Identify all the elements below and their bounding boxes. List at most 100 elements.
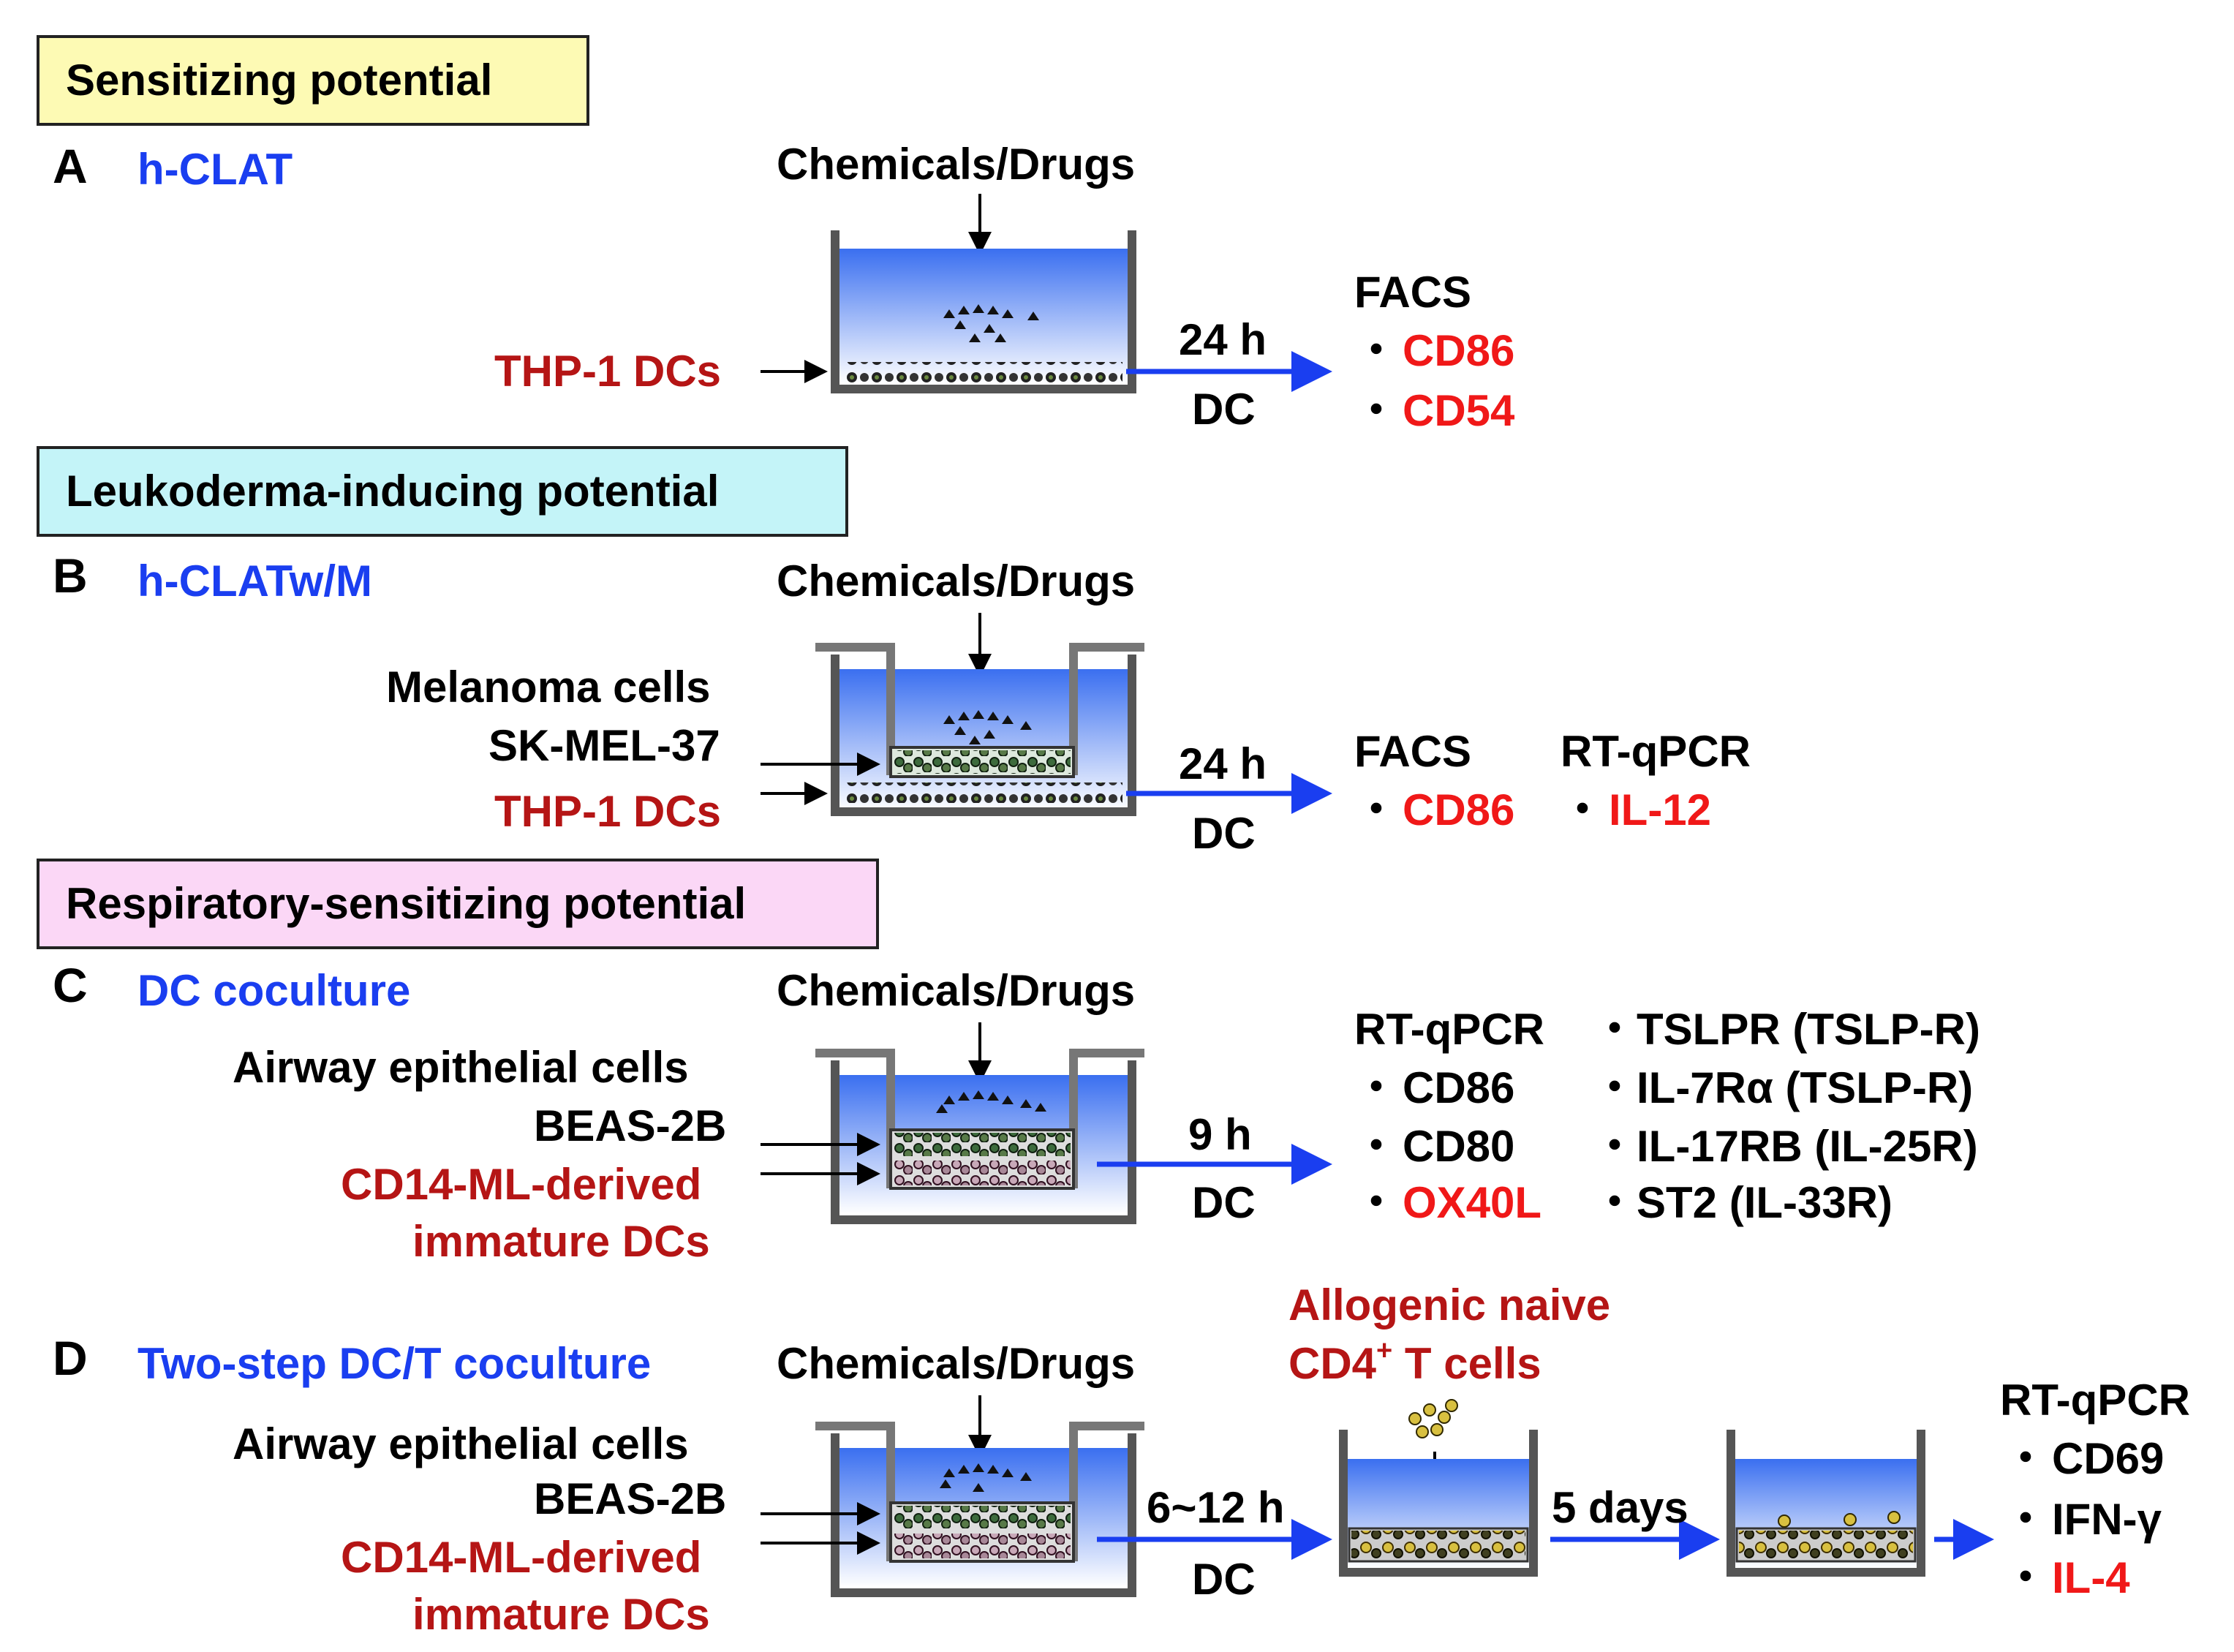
section-c-letter: C [53, 958, 88, 1012]
section-c-bullet-l3: ・ [1354, 1178, 1398, 1227]
section-c-marker-r3: IL-17RB (IL-25R) [1637, 1122, 1978, 1171]
section-d-letter: D [53, 1331, 88, 1385]
section-b-cells-bottom: THP-1 DCs [494, 787, 721, 836]
section-c-assay: DC coculture [137, 966, 410, 1015]
section-d-chemicals: Chemicals/Drugs [777, 1339, 1135, 1388]
section-d-bullet-2: ・ [2004, 1495, 2048, 1544]
section-d-method: RT-qPCR [2000, 1376, 2190, 1425]
section-d: D Two-step DC/T coculture Chemicals/Drug… [53, 1281, 2190, 1639]
section-b-letter: B [53, 548, 88, 603]
section-d-cells-top-2: BEAS-2B [534, 1474, 726, 1523]
section-d-coculture-layer-1 [1351, 1531, 1525, 1559]
section-d-well-2 [1339, 1430, 1538, 1577]
section-d-tcells-cd4: CD4 [1288, 1339, 1377, 1388]
banner-respiratory [37, 859, 879, 949]
section-a-dc: DC [1192, 385, 1256, 434]
section-d-bullet-3: ・ [2004, 1553, 2048, 1602]
banner-leukoderma-text: Leukoderma-inducing potential [66, 467, 719, 516]
section-d-tcells-2: CD4+ T cells [1288, 1335, 1541, 1388]
section-c-epithelial-layer [894, 1133, 1071, 1156]
section-b-chemical-particles [943, 710, 1032, 744]
section-b-dc: DC [1192, 809, 1256, 858]
section-c-marker-l3: OX40L [1403, 1178, 1541, 1227]
section-c-bullet-l1: ・ [1354, 1063, 1398, 1112]
section-a-bullet-1: ・ [1354, 326, 1398, 375]
section-c-cells-bottom-2: immature DCs [412, 1217, 710, 1266]
section-c-bullet-r1: ・ [1593, 1005, 1637, 1054]
section-d-cells-bottom-2: immature DCs [412, 1590, 710, 1639]
section-d-tcell-drop [1408, 1399, 1458, 1438]
section-a-chemical-particles [943, 304, 1039, 342]
section-a-letter: A [53, 139, 88, 193]
section-d-chemical-particles [940, 1463, 1032, 1492]
banner-sensitizing-text: Sensitizing potential [66, 56, 492, 105]
section-d-tcells-rest: T cells [1392, 1339, 1541, 1388]
banner-sensitizing [37, 35, 589, 126]
section-b-method-2: RT-qPCR [1561, 727, 1751, 776]
section-c-marker-r1: TSLPR (TSLP-R) [1637, 1005, 1980, 1054]
section-a-dc-layer [845, 362, 1122, 382]
section-c-marker-l2: CD80 [1403, 1122, 1514, 1171]
section-c-marker-l1: CD86 [1403, 1063, 1514, 1112]
section-d-marker-3: IL-4 [2052, 1553, 2130, 1602]
section-c-dc: DC [1192, 1178, 1256, 1227]
section-c-chemicals: Chemicals/Drugs [777, 966, 1135, 1015]
section-d-well-1 [815, 1422, 1144, 1597]
section-a-assay: h-CLAT [137, 145, 293, 194]
section-c-time: 9 h [1188, 1110, 1252, 1159]
section-a-method: FACS [1354, 268, 1471, 317]
section-b-melanoma-layer [894, 750, 1071, 774]
section-d-time-2: 5 days [1552, 1483, 1688, 1532]
section-c-method: RT-qPCR [1354, 1005, 1544, 1054]
banner-respiratory-text: Respiratory-sensitizing potential [66, 879, 746, 928]
section-a-marker-2: CD54 [1403, 386, 1515, 435]
section-c-bullet-r2: ・ [1593, 1063, 1637, 1112]
section-a-well [831, 230, 1136, 393]
section-c-marker-r4: ST2 (IL-33R) [1637, 1178, 1893, 1227]
section-c-bullet-l2: ・ [1354, 1122, 1398, 1171]
section-d-cells-bottom-1: CD14-ML-derived [341, 1533, 701, 1582]
section-c-bullet-r3: ・ [1593, 1122, 1637, 1171]
section-b-time: 24 h [1179, 739, 1267, 788]
section-a-marker-1: CD86 [1403, 326, 1514, 375]
section-b-well [815, 643, 1144, 816]
section-b-bullet-2: ・ [1561, 785, 1604, 834]
section-c-marker-r2: IL-7Rα (TSLP-R) [1637, 1063, 1973, 1112]
section-c-chemical-particles [936, 1090, 1046, 1113]
section-c-cells-bottom-1: CD14-ML-derived [341, 1160, 701, 1209]
section-c-cells-top-2: BEAS-2B [534, 1101, 726, 1150]
section-b-cells-top-2: SK-MEL-37 [488, 721, 720, 770]
section-d-time-1: 6~12 h [1147, 1483, 1284, 1532]
section-b-bullet-1: ・ [1354, 785, 1398, 834]
section-b-marker-2: IL-12 [1609, 785, 1711, 834]
section-d-tcells-1: Allogenic naive [1288, 1281, 1610, 1329]
section-a: Sensitizing potential A h-CLAT Chemicals… [37, 35, 1515, 435]
section-a-time: 24 h [1179, 315, 1267, 364]
section-d-marker-2: IFN-γ [2052, 1495, 2162, 1544]
section-a-cells: THP-1 DCs [494, 347, 721, 396]
section-b-method-1: FACS [1354, 727, 1471, 776]
section-b-cells-top-1: Melanoma cells [386, 663, 711, 712]
section-a-bullet-2: ・ [1354, 386, 1398, 435]
section-d-well-3 [1727, 1430, 1925, 1577]
section-c-immature-dc-layer [894, 1161, 1071, 1185]
section-b-assay: h-CLATw/M [137, 557, 372, 606]
section-d-marker-1: CD69 [2052, 1434, 2164, 1483]
section-b-dc-layer [845, 782, 1122, 803]
section-b-chemicals: Chemicals/Drugs [777, 557, 1135, 606]
section-d-tcells-sup: + [1376, 1335, 1392, 1366]
section-c-cells-top-1: Airway epithelial cells [233, 1043, 689, 1092]
section-d-immature-dc-layer [894, 1534, 1071, 1558]
section-d-bullet-1: ・ [2004, 1434, 2048, 1483]
section-c: Respiratory-sensitizing potential C DC c… [37, 859, 1980, 1266]
section-a-chemicals: Chemicals/Drugs [777, 140, 1135, 189]
section-d-assay: Two-step DC/T coculture [137, 1339, 651, 1388]
section-d-epithelial-layer [894, 1506, 1071, 1529]
section-b-marker-1: CD86 [1403, 785, 1514, 834]
section-d-coculture-layer-2 [1739, 1531, 1913, 1559]
banner-leukoderma [37, 446, 848, 537]
section-c-well [815, 1049, 1144, 1224]
section-c-bullet-r4: ・ [1593, 1178, 1637, 1227]
section-d-cells-top-1: Airway epithelial cells [233, 1419, 689, 1468]
